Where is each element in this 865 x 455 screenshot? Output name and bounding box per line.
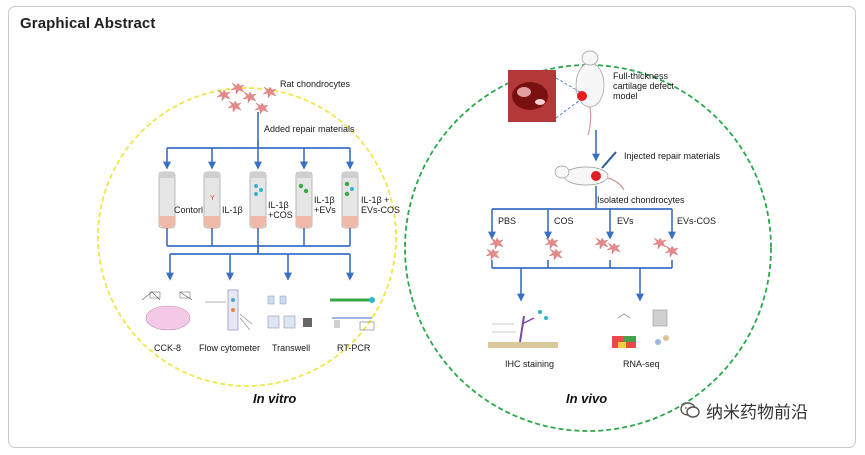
group-label-il1b-evs: IL-1β +EVs xyxy=(314,195,337,215)
group-label-il1b: IL-1β xyxy=(222,205,243,215)
in-vivo-group-pbs: PBS xyxy=(498,216,516,226)
rna-seq-illustration xyxy=(612,309,669,348)
cartilage-photo xyxy=(508,70,556,122)
group-label-control: Contorl xyxy=(174,205,203,215)
tube-arrows xyxy=(163,148,354,170)
ihc-illustration xyxy=(488,310,558,348)
in-vivo-group-cos: COS xyxy=(554,216,574,226)
group-label-line: IL-1β xyxy=(314,195,335,205)
group-label-line: EVs-COS xyxy=(361,205,400,215)
model-label-line: Full-thickness xyxy=(613,71,669,81)
watermark-text: 纳米药物前沿 xyxy=(706,403,808,423)
test-tube-il1b-evs-cos xyxy=(341,171,359,229)
in-vivo-cells xyxy=(485,237,679,261)
injection-label: Injected repair materials xyxy=(624,151,721,161)
test-tube-control xyxy=(158,171,176,229)
assay-label-flow-cytometer: Flow cytometer xyxy=(199,343,260,353)
test-tube-il1b-evs xyxy=(295,171,313,229)
group-label-line: IL-1β + xyxy=(361,195,389,205)
svg-text:Y: Y xyxy=(210,195,215,202)
group-label-il1b-cos: IL-1β +COS xyxy=(268,200,293,220)
in-vivo-assay-ihc: IHC staining xyxy=(505,359,554,369)
isolation-label: Isolated chondrocytes xyxy=(597,195,685,205)
injected-mouse-illustration xyxy=(554,151,625,191)
in-vivo-collection xyxy=(491,260,673,302)
rat-chondrocytes-cluster xyxy=(216,82,277,115)
model-label: Full-thickness cartilage defect model xyxy=(613,71,677,101)
in-vivo-heading: In vivo xyxy=(566,391,607,406)
in-vitro-heading: In vitro xyxy=(253,391,296,406)
in-vivo-circle xyxy=(404,64,772,432)
group-label-line: IL-1β xyxy=(268,200,289,210)
test-tube-il1b-cos xyxy=(249,171,267,229)
flow-cytometer-illustration xyxy=(205,289,253,331)
group-label-line: +COS xyxy=(268,210,293,220)
assay-label-cck8: CCK-8 xyxy=(154,343,181,353)
in-vivo-group-evs-cos: EVs-COS xyxy=(677,216,716,226)
page-title: Graphical Abstract xyxy=(20,15,156,32)
model-label-line: cartilage defect xyxy=(613,81,675,91)
defect-mouse-illustration xyxy=(575,50,605,136)
assay-label-transwell: Transwell xyxy=(272,343,310,353)
rt-pcr-illustration xyxy=(330,297,375,331)
rat-chondrocytes-label: Rat chondrocytes xyxy=(280,79,351,89)
transwell-illustration xyxy=(267,295,312,329)
added-materials-label: Added repair materials xyxy=(264,124,355,134)
cck8-illustration xyxy=(141,291,193,331)
group-label-line: +EVs xyxy=(314,205,336,215)
in-vivo-distribution xyxy=(488,208,676,240)
collection-lines xyxy=(166,228,354,281)
wechat-icon xyxy=(680,402,700,418)
abstract-frame xyxy=(8,6,856,448)
model-label-line: model xyxy=(613,91,638,101)
in-vivo-group-evs: EVs xyxy=(617,216,634,226)
group-label-il1b-evs-cos: IL-1β + EVs-COS xyxy=(361,195,400,215)
in-vivo-assay-rna-seq: RNA-seq xyxy=(623,359,660,369)
in-vitro-circle xyxy=(97,87,397,387)
assay-label-rt-pcr: RT-PCR xyxy=(337,343,371,353)
test-tube-il1b: Y xyxy=(203,171,221,229)
